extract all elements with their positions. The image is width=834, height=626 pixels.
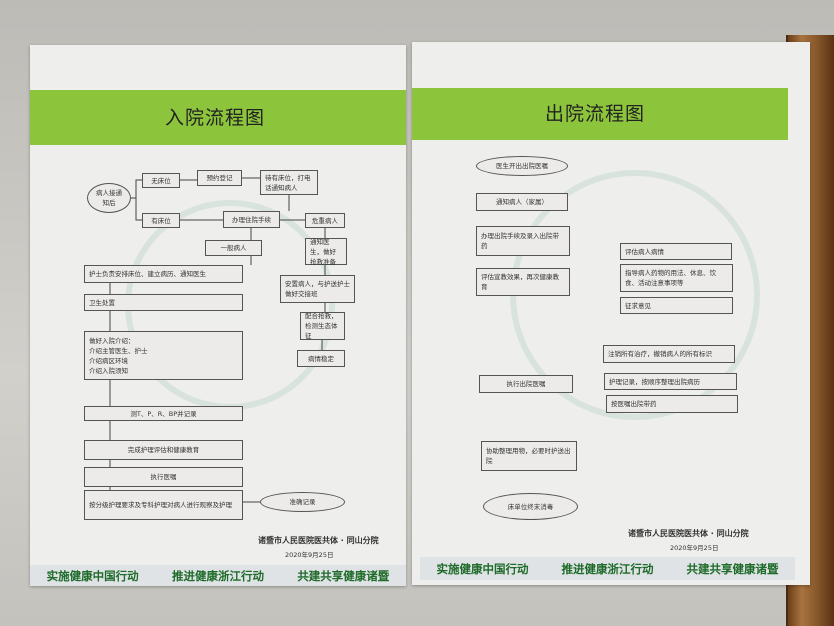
- flow-node-orders: 执行医嘱: [84, 467, 243, 487]
- flow-node-procedure: 办理住院手续: [223, 211, 280, 228]
- flow-node-settle: 安置病人，与护送护士做好交接班: [280, 275, 355, 303]
- slogan: 推进健康浙江行动: [171, 568, 264, 583]
- intro-line: 介绍入院须知: [89, 366, 128, 375]
- intro-line: 介绍病区环境: [89, 356, 128, 365]
- flow-node-nursing-record: 护理记录，按顺序整理出院病历: [604, 373, 737, 390]
- intro-line: 做好入院介绍：: [89, 336, 135, 345]
- flow-node-record: 准确记录: [260, 492, 345, 512]
- flow-node-hygiene: 卫生处置: [84, 294, 243, 311]
- slogan: 实施健康中国行动: [46, 568, 139, 583]
- flow-node-feedback: 征求意见: [620, 297, 733, 314]
- flow-node-evaluate: 评估宣教效果，再次健康教育: [476, 268, 570, 296]
- flow-node-reserve: 预约登记: [197, 170, 242, 186]
- flow-node-notify: 通知病人（家属）: [476, 193, 568, 211]
- intro-line: 介绍主管医生、护士: [89, 346, 148, 355]
- discharge-org: 诸暨市人民医院医共体 · 同山分院: [628, 529, 749, 538]
- discharge-date: 2020年9月25日: [670, 544, 719, 552]
- slogan: 共建共享健康诸暨: [297, 568, 390, 583]
- flow-node-assist: 协助整理用物，必要时护送出院: [481, 441, 577, 471]
- flow-node-has-bed: 有床位: [142, 213, 180, 228]
- flow-node-nurse-arrange: 护士负责安排床位、建立病历、通知医生: [84, 265, 243, 283]
- flow-node-stable: 病情稳定: [297, 350, 345, 367]
- flow-node-guide: 指导病人药物的用法、休息、饮食、活动注意事项等: [620, 264, 733, 292]
- slogan: 推进健康浙江行动: [561, 561, 654, 576]
- flow-node-assess-condition: 评估病人病情: [620, 243, 732, 260]
- flow-node-intro: 做好入院介绍： 介绍主管医生、护士 介绍病区环境 介绍入院须知: [84, 331, 243, 380]
- flow-node-start: 医生开出出院医嘱: [476, 156, 568, 176]
- flow-node-rescue: 配合抢救，检测生态体征: [300, 312, 345, 340]
- flow-node-meds: 按医嘱出院带药: [606, 395, 738, 413]
- flow-node-procedure: 办理出院手续及录入出院带药: [476, 226, 570, 256]
- admission-org: 诸暨市人民医院医共体 · 同山分院: [258, 536, 379, 545]
- flow-node-execute: 执行出院医嘱: [479, 375, 573, 393]
- admission-slogan-bar: 实施健康中国行动 推进健康浙江行动 共建共享健康诸暨: [30, 565, 406, 586]
- flow-node-cancel: 注销所有治疗，撤销病人的所有标识: [603, 345, 735, 363]
- admission-date: 2020年9月25日: [285, 551, 334, 559]
- discharge-title-band: [412, 88, 788, 140]
- discharge-slogan-bar: 实施健康中国行动 推进健康浙江行动 共建共享健康诸暨: [420, 557, 795, 580]
- flow-node-wait: 待有床位，打电话通知病人: [260, 170, 318, 195]
- admission-title: 入院流程图: [165, 107, 266, 129]
- flow-node-notify-doctor: 通知医生，做好抢救准备: [305, 238, 347, 266]
- discharge-title: 出院流程图: [545, 103, 646, 125]
- admission-title-band: [30, 90, 406, 145]
- flow-node-start: 病人接通知后: [87, 183, 131, 213]
- slogan: 实施健康中国行动: [436, 561, 529, 576]
- flow-node-assess: 完成护理评估和健康教育: [84, 440, 243, 460]
- flow-node-no-bed: 无床位: [142, 173, 180, 188]
- flow-node-disinfect: 床单位终末消毒: [483, 493, 578, 520]
- slogan: 共建共享健康诸暨: [686, 561, 779, 576]
- flow-node-vitals: 测T、P、R、BP并记录: [84, 406, 243, 421]
- flow-node-critical: 危重病人: [305, 213, 345, 228]
- flow-node-care: 按分级护理要求及专科护理对病人进行观察及护理: [84, 490, 243, 520]
- flow-node-general: 一般病人: [205, 240, 262, 256]
